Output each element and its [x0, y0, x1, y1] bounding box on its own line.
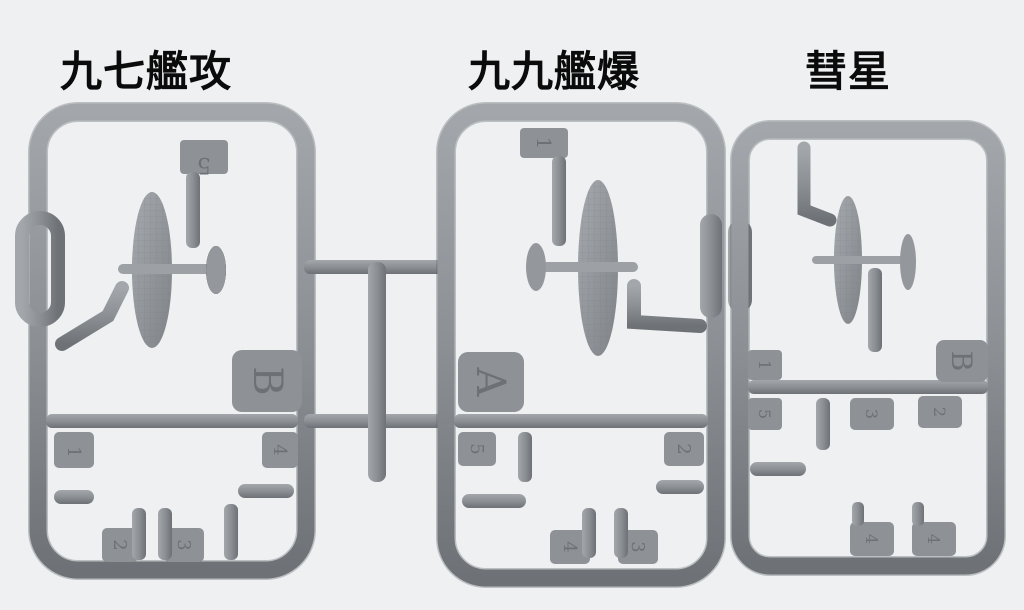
- svg-text:5: 5: [466, 443, 487, 454]
- label-type97: 九七艦攻: [60, 47, 233, 96]
- sprue-right: B 1 5 3 2 4 4: [730, 120, 1006, 576]
- svg-text:4: 4: [269, 444, 290, 455]
- tag-right-B: [936, 340, 988, 382]
- svg-text:B: B: [244, 366, 290, 395]
- sprue-left: 5 B 1 4 2 3: [15, 102, 316, 580]
- label-suisei: 彗星: [805, 47, 892, 96]
- svg-text:2: 2: [930, 407, 949, 417]
- svg-text:4: 4: [924, 534, 943, 544]
- svg-text:3: 3: [627, 541, 648, 552]
- model-suisei: [812, 196, 916, 324]
- label-type99: 九九艦爆: [468, 47, 641, 96]
- svg-text:1: 1: [755, 360, 774, 370]
- svg-text:A: A: [467, 367, 513, 398]
- svg-text:B: B: [945, 351, 978, 372]
- svg-text:2: 2: [673, 443, 694, 454]
- svg-text:3: 3: [862, 409, 881, 419]
- svg-text:1: 1: [532, 137, 556, 150]
- svg-text:5: 5: [755, 409, 774, 419]
- sprue-middle: 1 A 5 2 4 3: [436, 102, 726, 588]
- svg-text:4: 4: [862, 534, 881, 544]
- tag-left-5: [180, 140, 228, 174]
- svg-text:2: 2: [109, 539, 130, 550]
- svg-text:4: 4: [559, 541, 580, 552]
- tag-left-B: [232, 350, 302, 412]
- tag-middle-A: [458, 352, 524, 412]
- svg-text:5: 5: [197, 152, 211, 177]
- sprue-connector: [304, 260, 444, 482]
- svg-text:1: 1: [63, 446, 84, 457]
- svg-text:3: 3: [173, 539, 194, 550]
- model-type99: [526, 180, 638, 356]
- model-type97: [118, 192, 226, 348]
